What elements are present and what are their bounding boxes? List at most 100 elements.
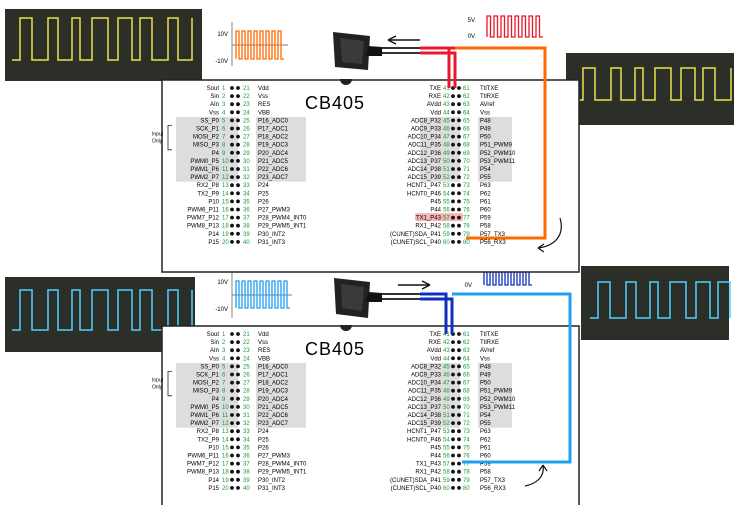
pin-number: 22 (243, 94, 250, 100)
input-only-label: Input (152, 378, 164, 384)
pin-dot (230, 191, 234, 196)
pin-number: 22 (243, 340, 250, 346)
pin-dot (230, 388, 234, 393)
pin-label-left: (CUNET)SDA_P41 (390, 478, 442, 484)
pin-label-right: Vdd (258, 332, 269, 338)
pin-number: 79 (463, 478, 470, 484)
pin-number: 58 (443, 470, 450, 476)
pin-dot (230, 159, 234, 163)
pin-label-right: P18_ADC2 (258, 135, 289, 141)
pin-dot (236, 486, 240, 490)
pin-number: 7 (222, 135, 226, 141)
pin-number: 56 (443, 454, 450, 460)
pin-label-right: Vss (258, 94, 268, 100)
pin-label-left: ADC8_P32 (411, 118, 442, 124)
pin-dot (457, 142, 461, 147)
pin-number: 41 (443, 332, 450, 338)
pin-dot (230, 134, 234, 139)
pin-dot (451, 461, 455, 466)
pin-label-right: P19_ADC3 (258, 389, 289, 395)
pin-dot (236, 167, 240, 171)
pin-dot (230, 142, 234, 147)
pin-dot (236, 102, 240, 107)
pin-number: 14 (222, 437, 229, 443)
pin-label-left: PWM1_P6 (190, 413, 219, 419)
pin-dot (236, 332, 240, 336)
pin-label-right: Vdd (258, 86, 269, 92)
pin-label-left: (CUNET)SDA_P41 (390, 232, 442, 238)
pin-label-left: MOSI_P2 (193, 381, 220, 387)
pin-label-right: P50 (480, 135, 491, 141)
pin-label-left: Sin (210, 340, 219, 346)
pin-label-right: P54 (480, 413, 491, 419)
pin-number: 65 (463, 118, 470, 124)
pin-dot (451, 240, 455, 244)
pin-dot (236, 445, 240, 450)
pin-number: 43 (443, 348, 450, 354)
pin-dot (451, 223, 455, 228)
pin-label-right: P27_PWM3 (258, 208, 291, 214)
pin-dot (451, 445, 455, 450)
pin-dot (457, 110, 461, 115)
pin-number: 65 (463, 364, 470, 370)
pin-number: 61 (463, 332, 470, 338)
pin-dot (457, 486, 461, 490)
pin-number: 75 (463, 199, 470, 205)
pin-dot (236, 364, 240, 369)
pin-dot (457, 421, 461, 425)
pin-dot (230, 199, 234, 204)
pin-number: 78 (463, 224, 470, 230)
pin-number: 36 (243, 208, 250, 214)
pin-number: 19 (222, 478, 229, 484)
pin-dot (457, 364, 461, 369)
pin-dot (451, 167, 455, 171)
pin-label-right: P62 (480, 191, 491, 197)
pin-number: 15 (222, 445, 229, 451)
pin-number: 36 (243, 454, 250, 460)
pin-label-right: P31_INT3 (258, 240, 286, 246)
pin-dot (451, 159, 455, 163)
pin-dot (451, 372, 455, 377)
pin-number: 1 (222, 86, 226, 92)
pin-number: 62 (463, 340, 470, 346)
pin-label-left: PWM6_P11 (187, 454, 219, 460)
pin-dot (451, 118, 455, 123)
pin-label-right: TtlRXE (480, 94, 499, 100)
pin-dot (451, 183, 455, 188)
pin-dot (451, 380, 455, 385)
pin-label-right: P20_ADC4 (258, 397, 289, 403)
input-only-label: Input (152, 132, 164, 138)
pin-number: 61 (463, 86, 470, 92)
pin-number: 77 (463, 216, 470, 222)
pin-number: 33 (243, 183, 250, 189)
pin-dot (236, 396, 240, 401)
pin-dot (236, 223, 240, 228)
pin-label-right: AVref (480, 102, 495, 108)
pin-label-left: ADC12_P36 (408, 151, 442, 157)
pin-number: 24 (243, 356, 250, 362)
oscilloscope-photo-top-right (566, 53, 734, 125)
pin-number: 38 (243, 224, 250, 230)
pin-number: 66 (463, 373, 470, 379)
pin-number: 51 (443, 167, 450, 173)
pin-label-left: (CUNET)SCL_P40 (391, 486, 442, 492)
pin-dot (451, 396, 455, 401)
pin-dot (457, 380, 461, 385)
oscilloscope-photo-bottom-right (581, 266, 729, 340)
pin-dot (457, 469, 461, 474)
pin-number: 51 (443, 413, 450, 419)
pin-label-right: P27_PWM3 (258, 454, 291, 460)
pin-dot (230, 167, 234, 171)
pin-number: 45 (443, 364, 450, 370)
signal-top-label-lo: 0V (468, 34, 475, 40)
pin-number: 49 (443, 397, 450, 403)
pin-number: 8 (222, 143, 226, 149)
pin-number: 31 (243, 167, 250, 173)
pin-dot (451, 453, 455, 458)
pin-dot (457, 207, 461, 212)
rs232-connector-icon (334, 278, 420, 318)
pin-dot (230, 86, 234, 90)
pin-number: 31 (243, 413, 250, 419)
pin-number: 10 (222, 159, 229, 165)
pin-dot (230, 477, 234, 482)
